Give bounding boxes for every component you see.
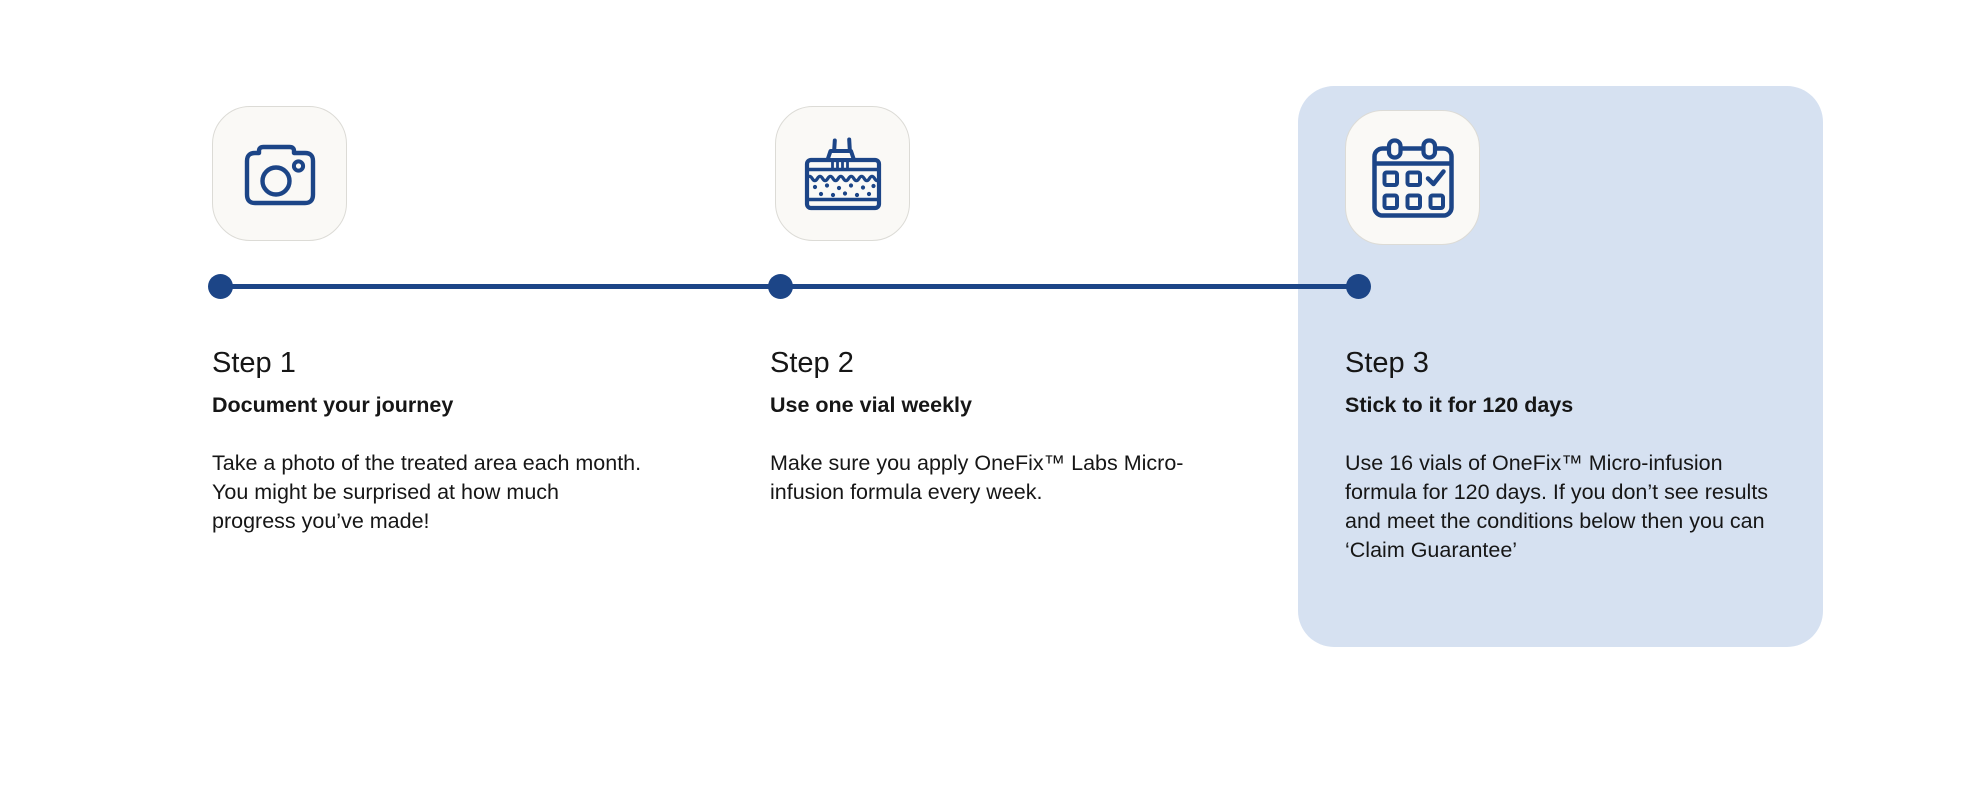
step-1-heading: Step 1 [212,347,296,379]
step-1-icon-card [212,106,347,241]
timeline-dot-3 [1346,274,1371,299]
step-2-icon-card [775,106,910,241]
step-2-content: Step 2 Use one vial weekly Make sure you… [770,345,1183,507]
step-1-description: Take a photo of the treated area each mo… [212,451,642,533]
step-2-subtitle: Use one vial weekly [770,393,972,417]
timeline-dot-2 [768,274,793,299]
step-1-subtitle: Document your journey [212,393,454,417]
timeline-dot-1 [208,274,233,299]
step-2-heading: Step 2 [770,347,854,379]
microneedling-skin-icon [804,137,881,210]
step-3-icon-card [1345,110,1480,245]
step-2-description: Make sure you apply OneFix™ Labs Micro- … [770,451,1184,504]
step-1-content: Step 1 Document your journey Take a phot… [212,345,641,536]
step-3-description: Use 16 vials of OneFix™ Micro-infusion f… [1345,451,1769,562]
step-3-heading: Step 3 [1345,347,1429,379]
step-3-subtitle: Stick to it for 120 days [1345,393,1574,417]
camera-icon [244,144,315,205]
calendar-check-icon [1371,137,1454,218]
step-3-content: Step 3 Stick to it for 120 days Use 16 v… [1345,345,1768,565]
